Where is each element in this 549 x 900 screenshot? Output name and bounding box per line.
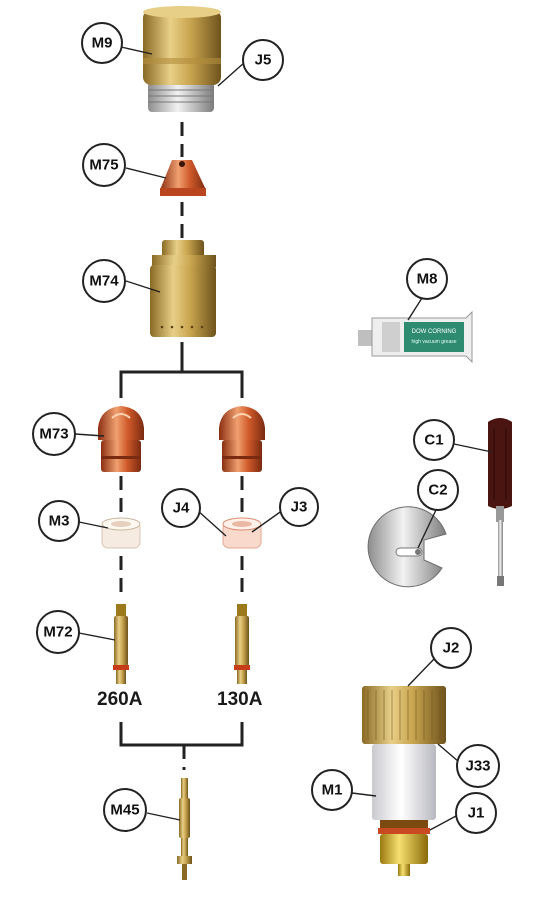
gauge-tool-part (367, 506, 447, 588)
connector-lines (119, 122, 244, 770)
electrode-part-260a (113, 604, 129, 684)
swirl-ring-part-130a (222, 517, 262, 549)
svg-text:M45: M45 (110, 802, 139, 819)
callout-m1: M1 (311, 769, 353, 811)
callout-m8: M8 (406, 258, 448, 300)
callout-c2: C2 (417, 469, 459, 511)
torch-main-body-part (362, 686, 446, 876)
screwdriver-part (488, 418, 512, 586)
svg-text:M8: M8 (417, 271, 438, 288)
svg-text:M73: M73 (39, 426, 68, 443)
retaining-cap-part (143, 6, 221, 112)
grease-tube-part: DOW CORNING high vacuum grease (358, 310, 473, 364)
tube-product-text: high vacuum grease (411, 339, 456, 345)
swirl-ring-part-260a (101, 517, 141, 549)
svg-text:J4: J4 (173, 500, 190, 517)
nozzle-part-260a (98, 406, 144, 472)
callout-j5: J5 (242, 39, 284, 81)
svg-text:J33: J33 (465, 758, 490, 775)
callout-m74: M74 (82, 259, 126, 303)
svg-text:C2: C2 (428, 482, 447, 499)
svg-text:M1: M1 (322, 782, 343, 799)
shield-part (160, 160, 206, 196)
callout-m73: M73 (32, 412, 76, 456)
svg-text:J2: J2 (443, 640, 460, 657)
callout-j2: J2 (430, 627, 472, 669)
callout-m45: M45 (103, 788, 147, 832)
callout-m72: M72 (36, 610, 80, 654)
callout-m75: M75 (82, 143, 126, 187)
callout-j33: J33 (456, 744, 500, 788)
svg-text:M75: M75 (89, 157, 118, 174)
svg-text:J5: J5 (255, 52, 272, 69)
amperage-label-130a: 130A (217, 689, 263, 710)
leader-lines (74, 46, 493, 831)
svg-text:J1: J1 (468, 805, 485, 822)
callout-m9: M9 (81, 22, 123, 64)
callout-j4: J4 (161, 488, 201, 528)
callout-c1: C1 (413, 419, 455, 461)
amperage-label-260a: 260A (97, 689, 143, 710)
svg-text:M72: M72 (43, 624, 72, 641)
svg-text:M9: M9 (92, 35, 113, 52)
gas-tube-part (177, 778, 192, 880)
svg-text:M74: M74 (89, 273, 119, 290)
nozzle-part-130a (219, 406, 265, 472)
callout-j3: J3 (279, 487, 319, 527)
callout-j1: J1 (455, 792, 497, 834)
nozzle-retaining-cap-part (150, 240, 216, 337)
tube-brand-text: DOW CORNING (412, 329, 457, 335)
svg-text:J3: J3 (291, 499, 308, 516)
svg-text:C1: C1 (424, 432, 443, 449)
svg-text:M3: M3 (49, 513, 70, 530)
electrode-part-130a (234, 604, 250, 684)
callout-m3: M3 (38, 500, 80, 542)
